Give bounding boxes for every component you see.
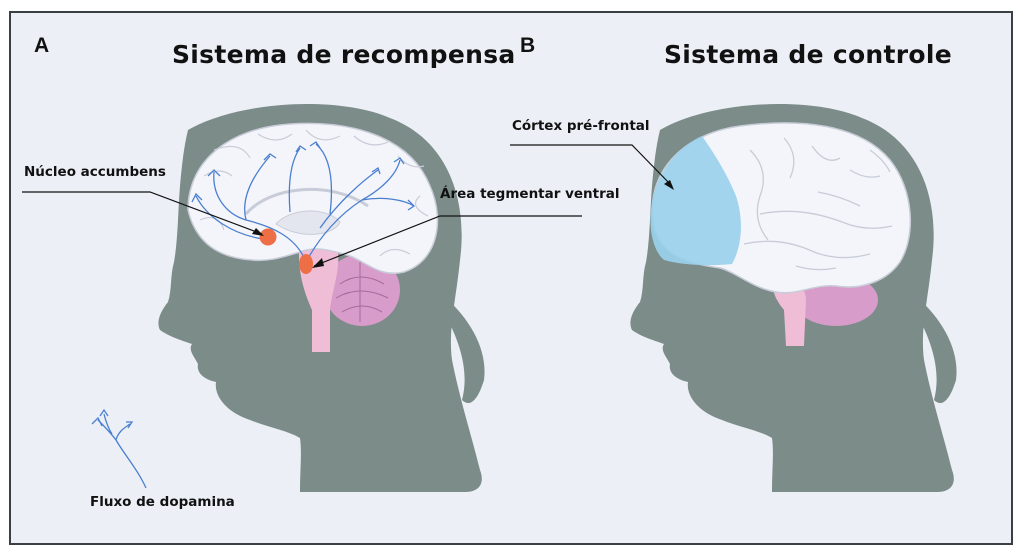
prefrontal-cortex-arrowhead	[664, 180, 674, 190]
vta-arrowhead	[312, 258, 324, 268]
prefrontal-cortex-highlight	[650, 136, 741, 266]
panel-a	[22, 104, 582, 493]
panel-a-title: Sistema de recompensa	[172, 40, 516, 69]
panel-b-letter: B	[520, 34, 536, 57]
nucleus-accumbens-marker	[259, 228, 277, 246]
corpus-callosum-a	[244, 187, 369, 215]
panel-b	[510, 104, 957, 493]
gyri-folds-b	[743, 137, 893, 271]
panel-a-letter: A	[34, 34, 50, 57]
cerebellum-folds-a	[335, 262, 389, 322]
nucleus-accumbens-pointer	[22, 191, 263, 235]
dopamine-arrowheads-a	[191, 141, 416, 211]
prefrontal-cortex-label: Córtex pré-frontal	[512, 118, 650, 134]
prefrontal-cortex-pointer	[510, 144, 673, 187]
panel-b-title: Sistema de controle	[664, 40, 953, 69]
vta-marker	[299, 254, 313, 274]
hair-tail-a	[448, 300, 485, 404]
thalamus-a	[275, 210, 341, 235]
dopamine-flow-legend-icon	[91, 408, 147, 489]
dopamine-pathways-a	[195, 143, 415, 263]
hair-tail-b	[920, 300, 957, 404]
nucleus-accumbens-label: Núcleo accumbens	[24, 164, 166, 180]
nucleus-accumbens-arrowhead	[252, 228, 264, 236]
vta-label: Área tegmentar ventral	[440, 186, 620, 202]
vta-pointer	[313, 215, 582, 267]
dopamine-flow-label: Fluxo de dopamina	[90, 494, 235, 510]
brainstem-b	[773, 282, 806, 346]
